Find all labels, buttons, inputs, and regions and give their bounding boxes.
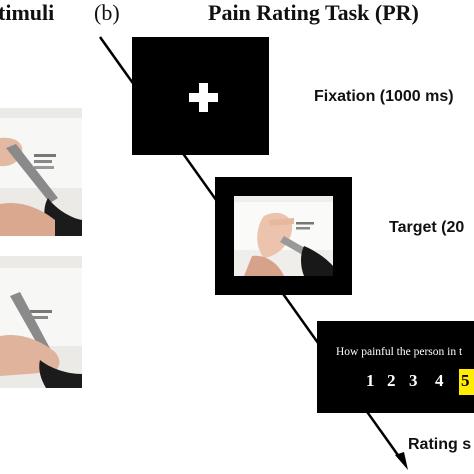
rating-option-2: 2 [387, 371, 396, 390]
target-label: Target (20 [389, 219, 465, 236]
rating-option-5: 5 [461, 371, 470, 390]
stimulus-photo-1 [0, 108, 82, 236]
panel-label-b: (b) [94, 0, 120, 25]
rating-option-1: 1 [366, 371, 375, 390]
stimuli-heading: timuli [0, 0, 55, 25]
rating-question: How painful the person in t [336, 346, 463, 358]
rating-label: Rating s [408, 436, 472, 453]
task-title: Pain Rating Task (PR) [208, 0, 419, 25]
stimulus-photo-2 [0, 256, 82, 388]
rating-highlight [459, 369, 474, 395]
fixation-label: Fixation (1000 ms) [314, 88, 454, 105]
arrow-head-icon [395, 452, 408, 470]
rating-option-3: 3 [409, 371, 418, 390]
target-photo [234, 196, 333, 276]
rating-option-4: 4 [435, 371, 444, 390]
fixation-cross-bar [189, 93, 218, 102]
rating-screen [317, 321, 474, 413]
